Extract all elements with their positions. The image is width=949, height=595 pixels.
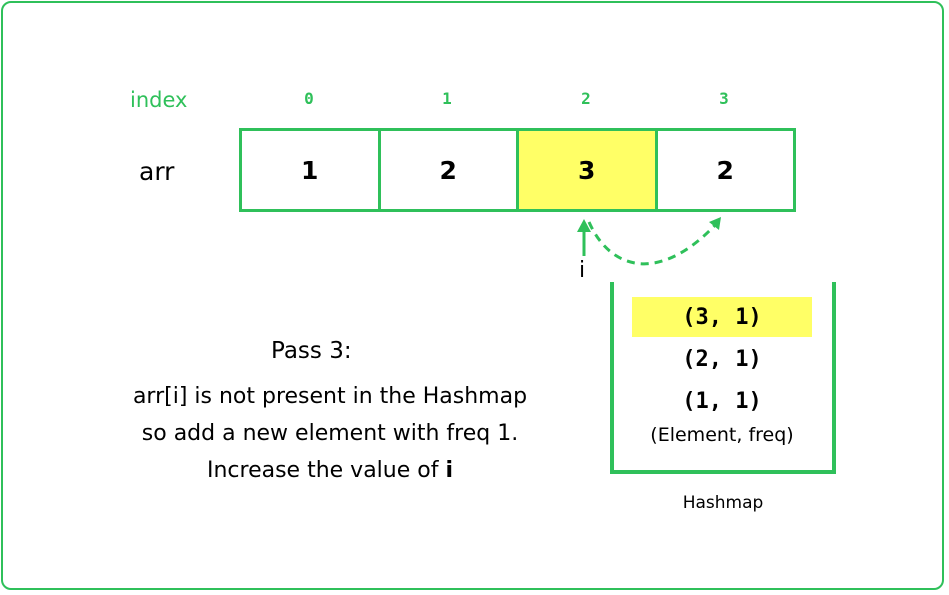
- index-0: 0: [304, 89, 314, 108]
- array-cell-2-highlighted: 3: [519, 131, 658, 209]
- pointer-i-label: i: [579, 258, 586, 283]
- array-row: 1 2 3 2: [239, 128, 796, 212]
- dashed-arrowhead-icon: [709, 217, 721, 230]
- description-line-1: arr[i] is not present in the Hashmap: [132, 384, 528, 409]
- arr-label: arr: [139, 157, 175, 186]
- index-3: 3: [719, 89, 729, 108]
- index-label: index: [130, 88, 188, 112]
- array-cell-1: 2: [381, 131, 519, 209]
- index-1: 1: [442, 89, 452, 108]
- pointer-arrow-icon: [577, 219, 591, 256]
- hashmap-entry-2: (1, 1): [682, 388, 762, 414]
- hashmap-label: Hashmap: [682, 493, 764, 513]
- hashmap-entry-1: (2, 1): [682, 346, 762, 372]
- hashmap-bucket: [610, 282, 836, 474]
- hashmap-legend: (Element, freq): [650, 424, 794, 446]
- index-2: 2: [581, 89, 591, 108]
- description-line-2: so add a new element with freq 1.: [141, 421, 519, 446]
- hashmap-entry-0-highlighted: (3, 1): [632, 297, 812, 337]
- array-cell-3: 2: [716, 155, 734, 185]
- description: arr[i] is not present in the Hashmap so …: [90, 378, 570, 489]
- pass-title: Pass 3:: [271, 338, 352, 364]
- description-line-3: Increase the value of i: [90, 452, 570, 489]
- array-cell-0: 1: [242, 131, 381, 209]
- description-line-3-prefix: Increase the value of: [206, 458, 446, 483]
- move-next-dashed-arrow-icon: [587, 220, 720, 266]
- description-line-3-bold: i: [445, 458, 454, 483]
